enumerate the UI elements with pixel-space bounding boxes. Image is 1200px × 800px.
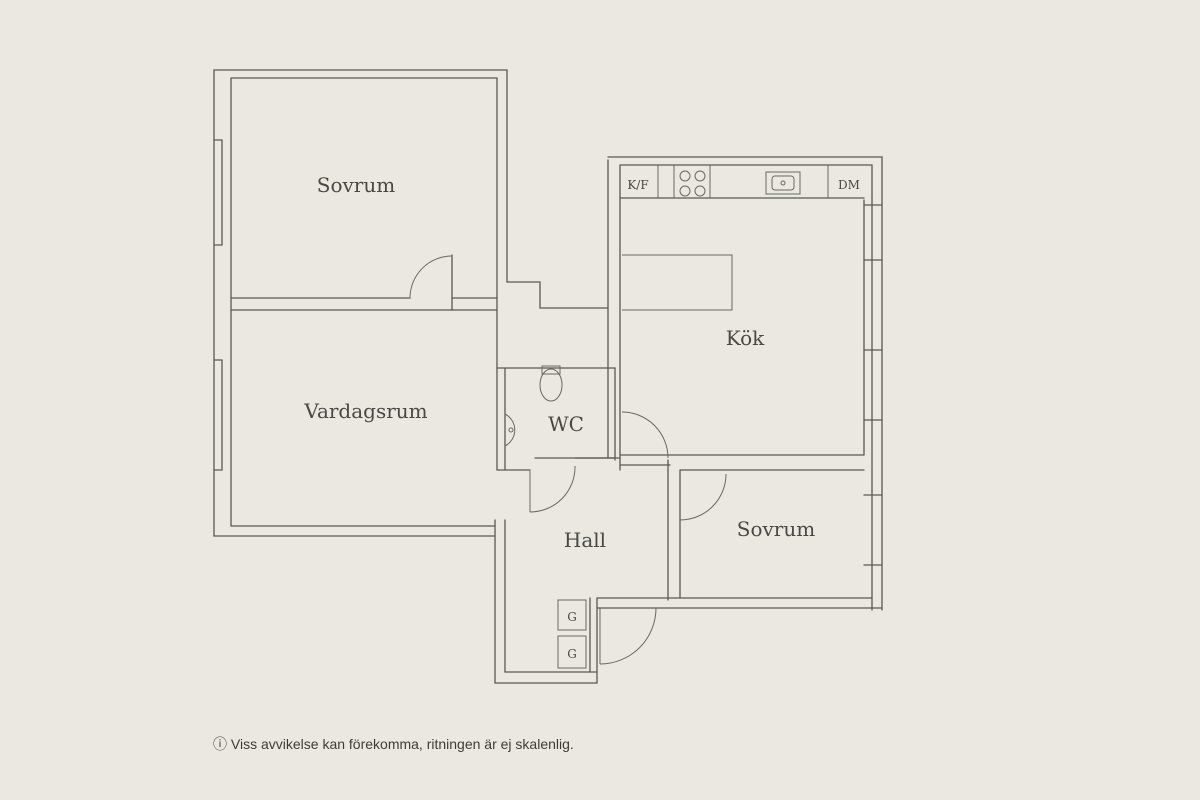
room-label-kok: Kök bbox=[726, 326, 765, 350]
closet-label-upper: G bbox=[567, 610, 577, 624]
room-label-sovrum-top: Sovrum bbox=[317, 173, 395, 197]
room-label-hall: Hall bbox=[564, 528, 606, 552]
wc-door-swing bbox=[529, 465, 576, 513]
toilet-icon bbox=[539, 365, 563, 402]
kitchen-door-swing bbox=[621, 411, 669, 459]
sink-icon bbox=[765, 171, 801, 195]
fridge-freezer-label: K/F bbox=[627, 178, 648, 192]
disclaimer-note: ⓘ Viss avvikelse kan förekomma, ritninge… bbox=[213, 734, 574, 754]
wc-walls bbox=[496, 367, 621, 471]
dishwasher-label: DM bbox=[838, 178, 860, 192]
hall-walls bbox=[494, 411, 883, 684]
stove-icon bbox=[679, 170, 706, 197]
entrance-door-swing bbox=[599, 607, 657, 665]
left-block-walls bbox=[213, 69, 508, 537]
info-icon: ⓘ bbox=[213, 736, 227, 752]
room-label-sovrum-right: Sovrum bbox=[737, 517, 815, 541]
closet-units bbox=[557, 599, 587, 669]
kitchen-walls bbox=[607, 156, 883, 611]
room-label-wc: WC bbox=[548, 412, 584, 436]
bedroom-door-swing bbox=[679, 473, 727, 521]
washbasin-icon bbox=[504, 413, 516, 447]
closet-label-lower: G bbox=[567, 647, 577, 661]
corridor-walls bbox=[496, 159, 609, 471]
disclaimer-text: Viss avvikelse kan förekomma, ritningen … bbox=[230, 736, 574, 752]
room-label-vardagsrum: Vardagsrum bbox=[303, 399, 427, 423]
